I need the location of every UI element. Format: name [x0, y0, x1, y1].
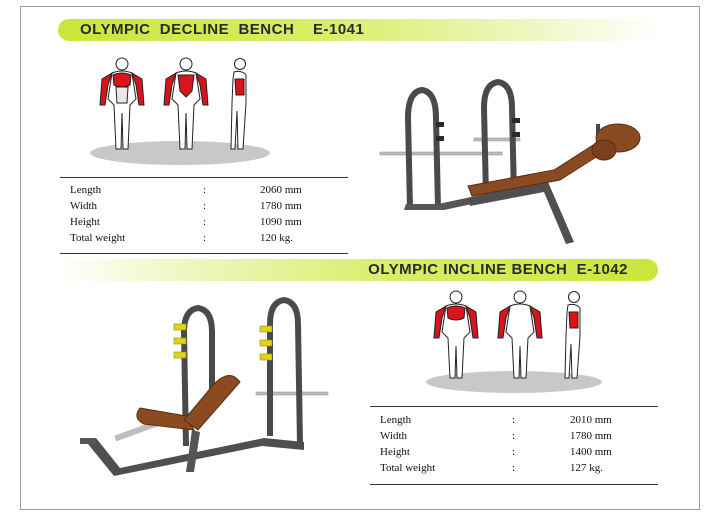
spec-value: 2060 mm	[260, 184, 302, 196]
spec-value: 120 kg.	[260, 232, 293, 244]
spec-row-length: Length : 2060 mm	[60, 182, 348, 198]
back-figure-icon	[163, 57, 209, 150]
product-2-muscle-chart-icon	[426, 290, 602, 393]
product-2-title: OLYMPIC INCLINE BENCH E-1042	[368, 261, 628, 278]
spec-separator: :	[203, 232, 207, 244]
product-1-muscle-chart-icon	[90, 57, 270, 165]
spec-row-total-weight: Total weight : 120 kg.	[60, 230, 348, 246]
side-figure-icon	[564, 291, 581, 379]
spec-value: 127 kg.	[570, 462, 603, 474]
spec-label: Total weight	[380, 462, 436, 474]
spec-label: Height	[70, 216, 100, 228]
spec-separator: :	[512, 430, 516, 442]
spec-value: 1780 mm	[570, 430, 612, 442]
side-figure-icon	[230, 58, 247, 150]
spec-label: Length	[380, 414, 412, 426]
product-1-title-banner: OLYMPIC DECLINE BENCH E-1041	[58, 19, 658, 41]
front-figure-icon	[99, 57, 145, 150]
decline-bench-machine-icon	[379, 79, 641, 244]
product-2-title-banner: OLYMPIC INCLINE BENCH E-1042	[58, 259, 658, 281]
spec-label: Total weight	[70, 232, 126, 244]
spec-row-total-weight: Total weight : 127 kg.	[370, 460, 658, 476]
product-2-spec-table: Length : 2010 mm Width : 1780 mm Height …	[370, 406, 658, 485]
incline-bench-machine-icon	[80, 297, 329, 476]
spec-value: 1400 mm	[570, 446, 612, 458]
spec-value: 1780 mm	[260, 200, 302, 212]
spec-label: Width	[380, 430, 408, 442]
front-figure-icon	[433, 290, 479, 379]
product-1-title: OLYMPIC DECLINE BENCH E-1041	[80, 21, 365, 38]
spec-separator: :	[203, 216, 207, 228]
spec-separator: :	[512, 446, 516, 458]
spec-separator: :	[203, 184, 207, 196]
spec-separator: :	[203, 200, 207, 212]
spec-row-height: Height : 1400 mm	[370, 444, 658, 460]
spec-separator: :	[512, 462, 516, 474]
spec-row-height: Height : 1090 mm	[60, 214, 348, 230]
product-1-spec-table: Length : 2060 mm Width : 1780 mm Height …	[60, 177, 348, 254]
spec-value: 1090 mm	[260, 216, 302, 228]
spec-label: Height	[380, 446, 410, 458]
spec-value: 2010 mm	[570, 414, 612, 426]
spec-row-length: Length : 2010 mm	[370, 412, 658, 428]
spec-row-width: Width : 1780 mm	[60, 198, 348, 214]
spec-label: Length	[70, 184, 102, 196]
spec-separator: :	[512, 414, 516, 426]
spec-label: Width	[70, 200, 98, 212]
back-figure-icon	[497, 290, 543, 379]
spec-row-width: Width : 1780 mm	[370, 428, 658, 444]
